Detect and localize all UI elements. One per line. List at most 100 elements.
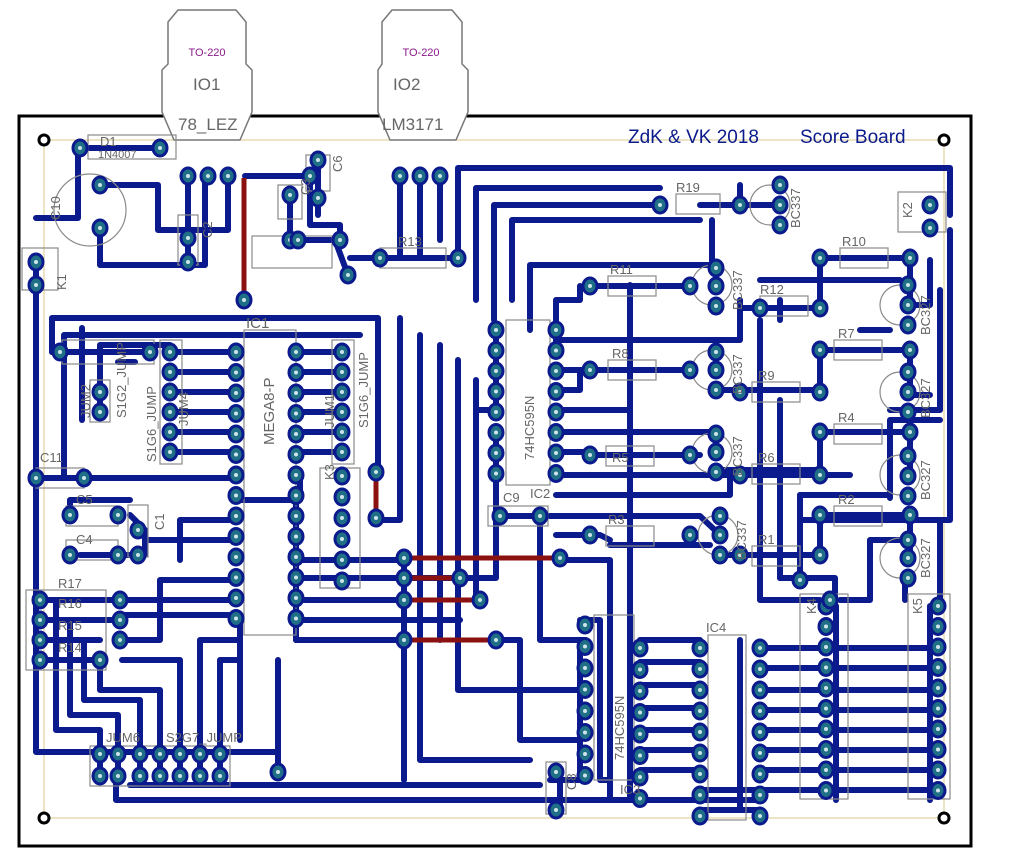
pad-hole [294,575,298,580]
pad-hole [698,667,702,671]
pad-hole [583,666,587,670]
component-outlines [21,134,951,821]
pad-hole [818,256,822,260]
pad-hole [818,306,822,310]
pad-hole [294,370,298,375]
pad-hole [494,328,498,332]
pad-hole [116,752,120,756]
pad-hole [936,686,940,690]
pad-hole [118,618,122,622]
pad-hole [818,430,822,434]
pad-hole [316,196,320,200]
pad-hole [906,390,910,394]
label-bc337-1: BC337 [788,188,803,228]
label-bc327-3: BC327 [918,460,933,500]
pad-hole [588,533,592,537]
pad-hole [824,645,828,649]
pad-hole [698,772,702,776]
pad-hole [638,775,642,779]
pad-hole [38,658,42,662]
pad-hole [538,514,542,518]
pad-hole [402,598,406,602]
pad-hole [316,158,320,162]
label-r12: R12 [760,282,784,297]
label-bc337-2: BC337 [730,270,745,310]
pad-hole [168,430,172,434]
pad-hole [374,470,378,474]
pad-hole [242,298,246,302]
pad-hole [698,646,702,650]
pad-hole [234,391,238,395]
label-jum6: JUM6 [106,730,140,745]
pad-hole [758,646,762,650]
pad-hole [583,773,587,778]
pad-hole [824,747,828,752]
pad-hole [234,493,238,498]
pad-hole [714,388,718,392]
pad-hole [738,203,742,207]
pad-hole [340,537,344,541]
pad-hole [588,368,592,372]
label-ic2-value: 74HC595N [522,396,537,460]
pad-hole [118,598,122,602]
pad-hole [98,183,102,187]
label-c11: C11 [40,450,63,465]
pad-hole [718,514,722,518]
pad-hole [138,752,142,756]
pad-hole [758,306,762,310]
label-c2: C2 [200,221,215,238]
pad-hole [186,236,190,240]
pad-hole [698,709,702,713]
jumper-wires [241,178,560,643]
pad-hole [638,689,642,693]
pad-hole [78,146,82,150]
pad-hole [714,266,718,270]
pad-hole [698,751,702,755]
pad-hole [294,514,298,518]
pad-hole [714,450,718,454]
pad-hole [778,183,782,187]
pad-hole [738,553,742,557]
pad-hole [340,410,344,414]
pad-hole [928,203,932,207]
pad-hole [588,453,592,457]
pad-hole [296,238,300,242]
label-ic1: IC1 [246,315,269,332]
io1-package: TO-220 [188,47,225,59]
label-k4: K4 [804,598,819,614]
pad-hole [98,774,102,778]
pad-hole [494,410,498,414]
pad-hole [186,174,190,178]
pad-hole [638,710,642,715]
pad-hole [494,389,498,394]
pad-hole [234,350,238,354]
label-ic4: IC4 [706,620,726,635]
pad-hole [936,665,940,670]
pad-hole [340,370,344,374]
pad-hole [136,553,140,557]
pad-hole [583,687,587,692]
pad-hole [294,616,298,621]
pad-hole [234,575,238,580]
pad-hole [554,348,558,353]
pad-hole [554,451,558,455]
pad-hole [583,752,587,756]
label-c1: C1 [152,513,167,530]
pad-hole [554,808,558,812]
pad-hole [234,514,238,518]
pad-hole [116,774,120,778]
solder-pads [27,138,947,826]
pad-hole [494,471,498,476]
pad-hole [168,350,172,354]
label-c4: C4 [76,532,93,547]
pad-hole [82,476,86,480]
pad-hole [168,410,172,414]
pad-hole [418,174,422,178]
pad-hole [308,174,312,178]
pad-hole [936,706,940,711]
pad-hole [936,645,940,649]
pad-hole [714,284,718,288]
pad-hole [936,624,940,629]
label-k3: K3 [322,464,337,480]
pad-hole [906,283,910,287]
